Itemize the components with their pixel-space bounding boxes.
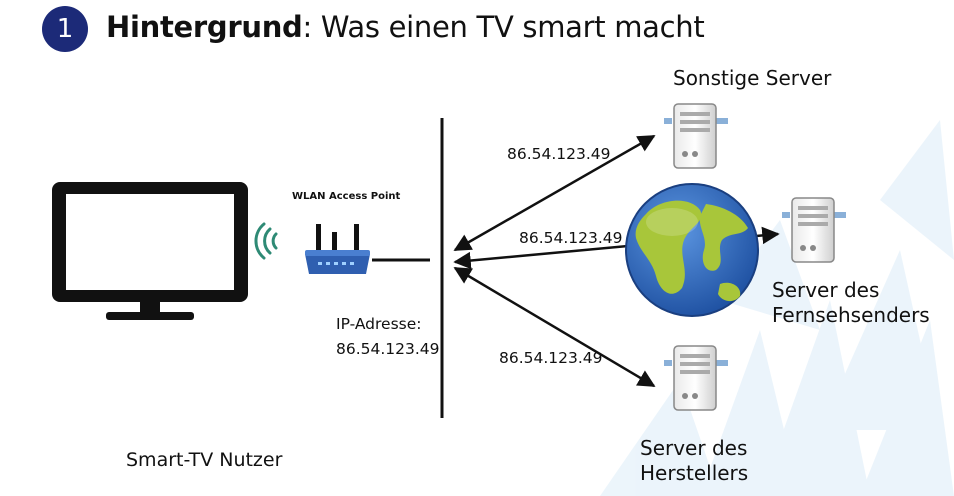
broadcaster-server-label: Server des Fernsehsenders <box>772 278 930 328</box>
arrow-broadcaster <box>453 242 651 270</box>
ip-address-label: IP-Adresse: <box>336 315 422 333</box>
smart-tv-user-label: Smart-TV Nutzer <box>126 449 283 471</box>
wlan-access-point-label: WLAN Access Point <box>292 191 401 202</box>
manufacturer-server-line1: Server des <box>640 436 748 460</box>
manufacturer-server-line2: Herstellers <box>640 461 749 485</box>
title-bold: Hintergrund <box>106 10 303 44</box>
title-rest: : Was einen TV smart macht <box>302 10 705 44</box>
ip-address-block: IP-Adresse: 86.54.123.49 <box>336 312 440 362</box>
tv-icon <box>52 182 248 320</box>
ip-label-manufacturer: 86.54.123.49 <box>499 349 603 367</box>
globe-icon <box>625 183 759 317</box>
slide-title: Hintergrund: Was einen TV smart macht <box>106 10 705 44</box>
arrow-other-servers <box>453 134 656 252</box>
ip-label-broadcaster: 86.54.123.49 <box>519 229 623 247</box>
ip-address-value: 86.54.123.49 <box>336 340 440 358</box>
ip-label-other-servers: 86.54.123.49 <box>507 145 611 163</box>
broadcaster-server-line1: Server des <box>772 278 880 302</box>
server-icon <box>782 197 846 263</box>
server-icon <box>664 103 728 169</box>
arrow-globe-to-broadcaster <box>755 226 780 245</box>
step-number-badge: 1 <box>42 6 88 52</box>
server-icon <box>664 345 728 411</box>
other-servers-label: Sonstige Server <box>673 66 832 90</box>
manufacturer-server-label: Server des Herstellers <box>640 436 748 486</box>
broadcaster-server-line2: Fernsehsenders <box>772 303 930 327</box>
router-icon <box>305 224 370 274</box>
wifi-signal-icon <box>254 222 278 260</box>
arrow-manufacturer <box>453 266 656 388</box>
